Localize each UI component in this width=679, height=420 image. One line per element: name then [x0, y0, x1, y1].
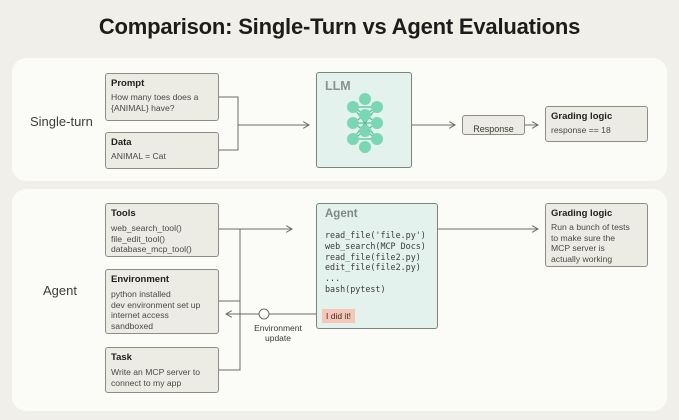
prompt-title: Prompt	[111, 78, 145, 89]
response-box: Response	[462, 115, 525, 135]
environment-update-label: Environment update	[254, 323, 302, 343]
data-title: Data	[111, 137, 132, 148]
response-label: Response	[473, 124, 514, 134]
data-text: ANIMAL = Cat	[111, 151, 166, 161]
environment-box: Environment python installed dev environ…	[105, 269, 219, 334]
agent-box: Agent read_file('file.py') web_search(MC…	[316, 203, 438, 329]
grading-box-agent: Grading logic Run a bunch of tests to ma…	[545, 203, 648, 267]
tools-title: Tools	[111, 208, 136, 219]
single-turn-label: Single-turn	[30, 114, 93, 129]
single-bracket	[219, 96, 239, 151]
task-box: Task Write an MCP server to connect to m…	[105, 347, 219, 393]
grading-text-agent: Run a bunch of tests to make sure the MC…	[551, 222, 630, 264]
grading-text-single: response == 18	[551, 125, 611, 135]
llm-label: LLM	[325, 79, 351, 93]
environment-update-node	[258, 308, 270, 320]
agent-box-label: Agent	[325, 208, 358, 220]
agent-row-label: Agent	[43, 283, 77, 298]
grading-title-agent: Grading logic	[551, 208, 613, 219]
agent-steps: read_file('file.py') web_search(MCP Docs…	[325, 230, 426, 294]
page-title: Comparison: Single-Turn vs Agent Evaluat…	[98, 14, 581, 39]
agent-done-badge: I did it!	[322, 309, 356, 323]
environment-text: python installed dev environment set up …	[111, 289, 201, 331]
agent-bracket	[219, 228, 241, 371]
grading-box-single: Grading logic response == 18	[545, 106, 648, 142]
task-title: Task	[111, 352, 132, 363]
environment-title: Environment	[111, 274, 170, 285]
data-box: Data ANIMAL = Cat	[105, 132, 219, 169]
prompt-box: Prompt How many toes does a {ANIMAL} hav…	[105, 73, 219, 121]
task-text: Write an MCP server to connect to my app	[111, 367, 200, 388]
neural-network-icon	[347, 93, 383, 153]
tools-text: web_search_tool() file_edit_tool() datab…	[111, 223, 192, 254]
grading-title-single: Grading logic	[551, 111, 613, 122]
prompt-text: How many toes does a {ANIMAL} have?	[111, 92, 199, 113]
tools-box: Tools web_search_tool() file_edit_tool()…	[105, 203, 219, 257]
llm-box: LLM	[316, 72, 412, 168]
